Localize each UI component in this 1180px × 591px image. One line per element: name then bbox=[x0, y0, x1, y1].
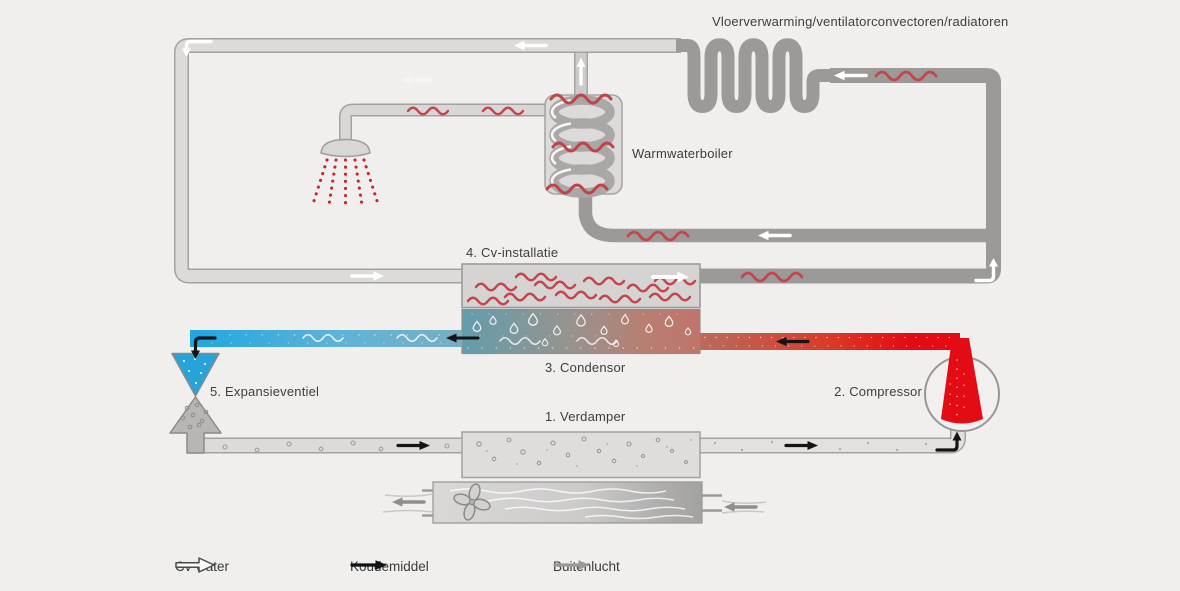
boiler-coil bbox=[549, 95, 615, 198]
cv-water-flow-arrows bbox=[182, 39, 998, 283]
cv-installatie-box bbox=[461, 263, 701, 309]
pipe-bubbles bbox=[222, 440, 450, 453]
shower-head-icon bbox=[320, 138, 371, 158]
airflow-waves bbox=[449, 488, 694, 520]
condensor-box bbox=[461, 308, 701, 355]
flow-arrow-low-pipe-right bbox=[396, 441, 430, 450]
flow-arrow-condensor-left bbox=[446, 333, 480, 343]
flow-arrow-valve-corner-down bbox=[191, 336, 217, 359]
shower-pipe bbox=[339, 103, 548, 141]
pipe-vapour-dots bbox=[713, 440, 928, 452]
hollow-arrow-icon bbox=[175, 557, 215, 573]
verdamper-dust bbox=[486, 439, 692, 467]
black-arrow-icon bbox=[350, 560, 387, 570]
compressor bbox=[924, 338, 1000, 432]
flow-arrow-ghost bbox=[401, 75, 432, 85]
legend-koudemiddel: Koudemiddel bbox=[350, 556, 429, 576]
legend-buitenlucht: Buitenlucht bbox=[553, 556, 620, 576]
gray-arrow-icon bbox=[553, 560, 590, 570]
valve-vapour-bubbles bbox=[180, 402, 209, 430]
flow-arrow-corner-top-left bbox=[182, 39, 213, 57]
refrigerant-flow-arrows bbox=[191, 333, 962, 452]
flow-arrow-return-right bbox=[350, 271, 384, 281]
cv-installatie-label: 4. Cv-installatie bbox=[466, 245, 559, 260]
flow-arrow-boiler-up bbox=[576, 57, 586, 86]
expansieventiel-label: 5. Expansieventiel bbox=[210, 384, 320, 399]
radiators-title: Vloerverwarming/ventilatorconvectoren/ra… bbox=[712, 14, 1009, 29]
flow-arrow-cv-box-right bbox=[651, 271, 689, 283]
verdamper-box bbox=[461, 431, 701, 479]
fan-icon bbox=[453, 483, 491, 521]
flow-arrow-boiler-branch-left bbox=[758, 230, 792, 241]
shower-spray-dots bbox=[311, 158, 380, 208]
flow-arrow-top-return-left bbox=[514, 40, 548, 51]
boiler-supply-branch bbox=[578, 192, 994, 243]
compressor-cone bbox=[941, 338, 983, 424]
radiator-circuit-pipe bbox=[578, 38, 1001, 284]
flow-arrow-air-in-left bbox=[724, 502, 758, 512]
expansion-valve bbox=[169, 352, 222, 454]
outside-air-arrows bbox=[392, 497, 758, 512]
legend-cv-water: Cv-water bbox=[175, 556, 229, 576]
hot-gas-red-pipe bbox=[700, 333, 969, 362]
compressor-label: 2. Compressor bbox=[834, 384, 922, 399]
verdamper-label: 1. Verdamper bbox=[545, 409, 626, 424]
warmwaterboiler-tank bbox=[544, 93, 623, 198]
valve-liquid-dots bbox=[182, 357, 207, 385]
flow-arrow-compressor-corner-up bbox=[935, 431, 962, 452]
flow-arrow-air-out-left bbox=[392, 497, 426, 507]
duct-lips bbox=[422, 489, 722, 517]
legend-koudemiddel-label: Koudemiddel bbox=[350, 558, 429, 574]
condensor-mist-dots bbox=[467, 313, 696, 349]
warmwaterboiler-label: Warmwaterboiler bbox=[632, 146, 733, 161]
condensor-label: 3. Condensor bbox=[545, 360, 626, 375]
hot-supply-riser bbox=[700, 68, 1001, 284]
flow-arrow-radiator-left bbox=[834, 70, 868, 81]
flow-arrow-to-compressor-right bbox=[784, 441, 818, 450]
valve-lower-cone bbox=[169, 396, 222, 454]
flow-arrow-corner-bottom-right-up bbox=[974, 258, 998, 283]
liquid-line-blue-pipe bbox=[190, 330, 462, 347]
air-swirl-lines bbox=[382, 493, 767, 514]
verdamper-bubbles bbox=[476, 436, 689, 466]
flow-arrow-hot-gas-left bbox=[776, 337, 810, 346]
compressor-dots bbox=[949, 359, 965, 419]
radiator-serpentine bbox=[676, 38, 836, 114]
refrigerant-low-pipe-right bbox=[700, 420, 966, 454]
air-duct bbox=[382, 481, 767, 524]
